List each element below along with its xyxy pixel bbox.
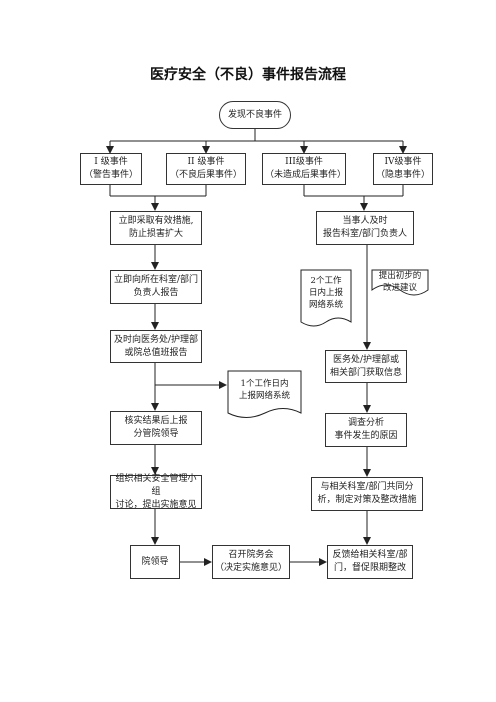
step-investigate-cause: 调查分析 事件发生的原因 bbox=[325, 413, 407, 447]
feedback-rectify: 反馈给相关科室/部 门，督促限期整改 bbox=[327, 545, 413, 579]
hospital-leaders: 院领导 bbox=[130, 545, 180, 579]
hospital-meeting: 召开院务会 （决定实施意见） bbox=[212, 545, 290, 579]
step-take-measures: 立即采取有效措施, 防止损害扩大 bbox=[110, 211, 202, 245]
step-party-reports: 当事人及时 报告科室/部门负责人 bbox=[316, 211, 414, 245]
note-improvement-suggestion: 提出初步的 改进建议 bbox=[378, 271, 422, 293]
level-iii-event: III级事件 （未造成后果事件） bbox=[262, 153, 346, 185]
step-report-department-head: 立即向所在科室/部门 负责人报告 bbox=[110, 270, 202, 304]
level-i-event: I 级事件 （警告事件） bbox=[80, 153, 142, 185]
note-one-day-report: 1个工作日内 上报网络系统 bbox=[238, 379, 290, 401]
note-two-day-report: 2个工作 日内上报 网络系统 bbox=[308, 276, 343, 310]
level-iv-event: IV级事件 （隐患事件） bbox=[373, 153, 433, 185]
level-ii-event: II 级事件 （不良后果事件） bbox=[166, 153, 246, 185]
step-report-medical-office: 及时向医务处/护理部 或院总值班报告 bbox=[110, 330, 202, 363]
step-obtain-info: 医务处/护理部或 相关部门获取信息 bbox=[325, 350, 407, 383]
step-verify-report-leader: 核实结果后上报 分管院领导 bbox=[110, 411, 202, 445]
step-joint-analysis: 与相关科室/部门共同分 析，制定对策及整改措施 bbox=[311, 477, 423, 511]
page-title: 医疗安全（不良）事件报告流程 bbox=[150, 67, 346, 83]
start-node: 发现不良事件 bbox=[219, 101, 291, 129]
step-organize-group: 组织相关安全管理小组 讨论，提出实施意见 bbox=[110, 474, 202, 510]
